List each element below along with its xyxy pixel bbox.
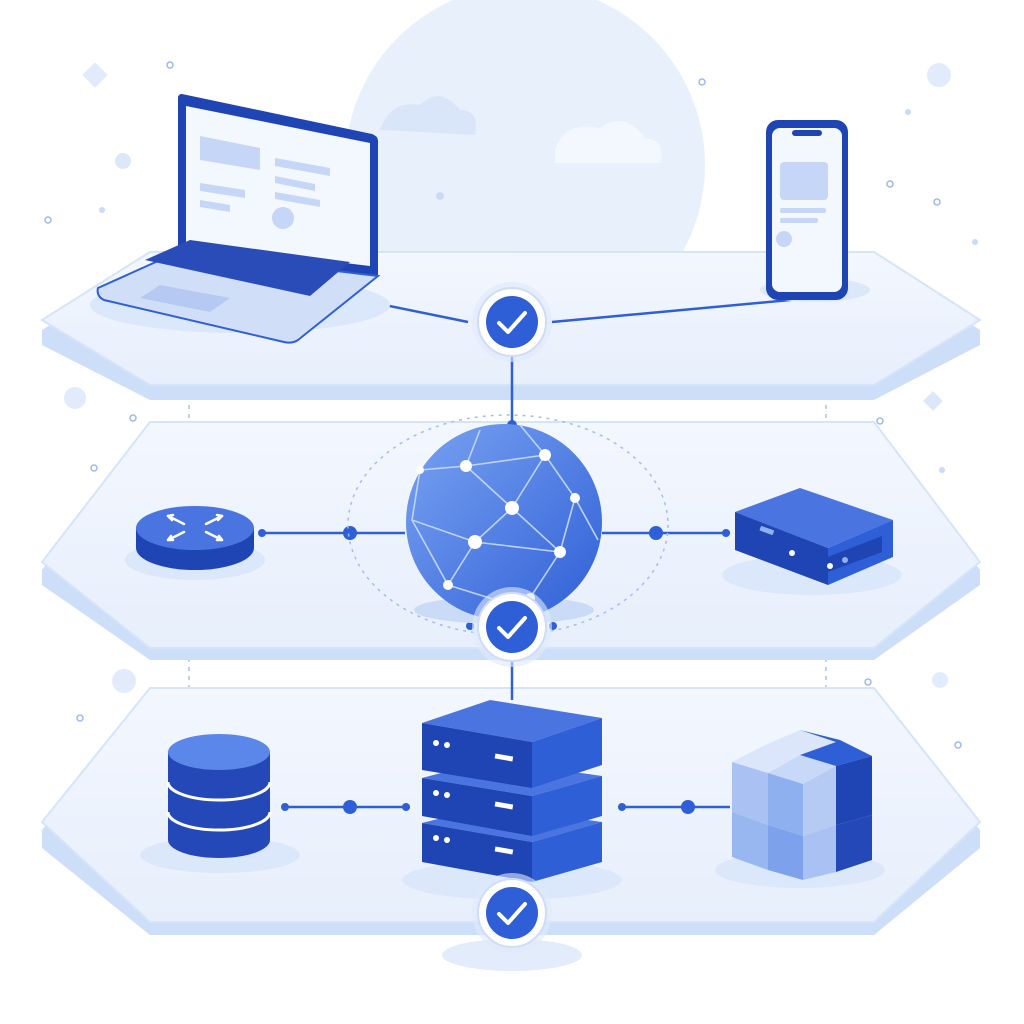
storage-cubes-icon (715, 730, 885, 888)
phone-icon (760, 120, 870, 302)
status-check-client (472, 282, 552, 362)
database-icon (140, 734, 300, 873)
laptop-icon (90, 94, 390, 344)
status-check-network (472, 587, 552, 667)
status-check-data (442, 873, 582, 971)
server-icon (402, 700, 622, 900)
check-icon (497, 902, 527, 925)
network-box-icon (722, 488, 902, 595)
check-icon (497, 311, 527, 334)
router-icon (125, 506, 265, 580)
check-icon (497, 616, 527, 639)
server-unit-top (422, 700, 602, 788)
